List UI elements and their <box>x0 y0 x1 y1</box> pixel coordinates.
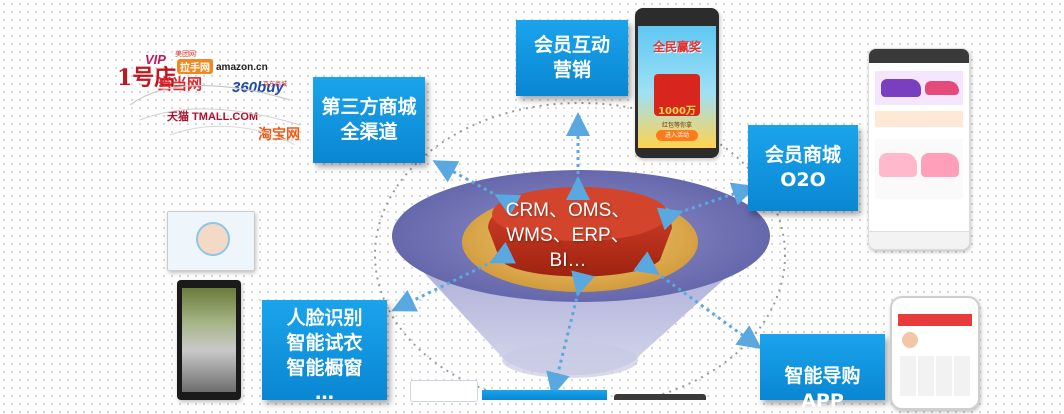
node-member-interaction: 会员互动 营销 <box>516 20 628 96</box>
arrow-to-member-mall <box>656 182 757 231</box>
node-member-mall: 会员商城 O2O <box>748 125 858 211</box>
bottom-screenshot-right <box>614 394 706 400</box>
node-member-mall-line1: 会员商城 <box>764 144 841 166</box>
promo-amount: 1000万 <box>658 106 696 117</box>
node-face-line1: 人脸识别 <box>286 307 363 329</box>
node-face-line2: 智能试衣 <box>286 332 363 354</box>
arrow-to-guide <box>633 251 762 350</box>
mall-banner <box>875 111 963 127</box>
orbit-ring <box>374 102 786 400</box>
logo-meituan: 美团网 <box>175 51 196 58</box>
cone-bottom-shade <box>502 342 638 378</box>
bottom-screenshot-left <box>410 380 478 402</box>
logo-amazon: amazon.cn <box>216 62 268 73</box>
node-face-line4: … <box>315 382 334 404</box>
logo-vip: VIP <box>145 52 166 67</box>
mall-product-1 <box>875 71 963 105</box>
promo-phone-screenshot: 全民赢奖 1000万 红包等你拿 进入活动 <box>635 8 719 158</box>
arrow-to-third-party <box>432 160 522 217</box>
node-smart-guide-line1: 智能导购 <box>784 365 861 387</box>
logo-360buy: 360buy <box>232 79 284 96</box>
node-third-party-mall-line1: 第三方商城 <box>321 96 417 118</box>
promo-sub: 红包等你拿 <box>661 122 692 129</box>
mall-nav-bar <box>869 231 969 249</box>
node-face-recognition: 人脸识别 智能试衣 智能橱窗 … <box>262 300 387 404</box>
promo-button[interactable]: 进入活动 <box>656 130 698 141</box>
mall-product-2 <box>875 139 963 199</box>
shoe-image <box>925 81 959 95</box>
node-member-mall-line2: O2O <box>780 169 826 191</box>
core-line-1: CRM、OMS、 <box>505 200 631 221</box>
node-face-line3: 智能橱窗 <box>286 357 363 379</box>
face-scan-screenshot <box>167 211 255 271</box>
promo-redpacket <box>654 74 700 116</box>
node-smart-guide-line2: APP <box>801 390 844 412</box>
mall-phone-header <box>869 49 969 63</box>
promo-screen: 全民赢奖 1000万 红包等你拿 进入活动 <box>638 26 716 148</box>
logo-tmall: 天猫 TMALL.COM <box>167 111 259 123</box>
node-third-party-mall: 第三方商城 全渠道 <box>313 77 425 163</box>
arrow-to-bottom-left <box>546 270 595 397</box>
guide-phone-screenshot <box>890 296 980 410</box>
shoe-image <box>881 79 921 97</box>
red-core-top <box>492 187 668 241</box>
node-member-interaction-line1: 会员互动 <box>533 34 610 56</box>
shoe-image <box>879 153 917 177</box>
shoe-image <box>921 153 959 177</box>
node-bottom-partial <box>482 390 607 400</box>
mirror-screen <box>182 288 236 392</box>
node-member-interaction-line2: 营销 <box>552 59 591 81</box>
core-line-2: WMS、ERP、BI… <box>506 225 630 271</box>
node-smart-guide: 智能导购 APP <box>760 334 885 412</box>
logo-taobao: 淘宝网 <box>258 126 300 142</box>
ecosystem-diagram: CRM、OMS、 WMS、ERP、BI… 会员互动 营销 第三方商城 全渠道 会… <box>117 8 980 412</box>
core-systems-label: CRM、OMS、 WMS、ERP、BI… <box>488 198 648 273</box>
guide-grid <box>900 356 970 396</box>
logo-lashou: 拉手网 <box>177 59 213 74</box>
node-third-party-mall-line2: 全渠道 <box>340 121 398 143</box>
guide-avatar <box>902 332 918 348</box>
diagram-graphics <box>374 102 786 400</box>
logo-yihaodian: 1号店 <box>117 65 177 91</box>
smart-mirror-kiosk <box>177 280 241 400</box>
mall-phone-screenshot <box>868 48 970 250</box>
guide-phone-header <box>898 314 972 326</box>
promo-headline: 全民赢奖 <box>652 40 701 54</box>
logo-jd-caption: 京东商城 <box>263 82 288 88</box>
face-circle <box>196 222 230 256</box>
logo-swirl-lines <box>129 85 301 146</box>
